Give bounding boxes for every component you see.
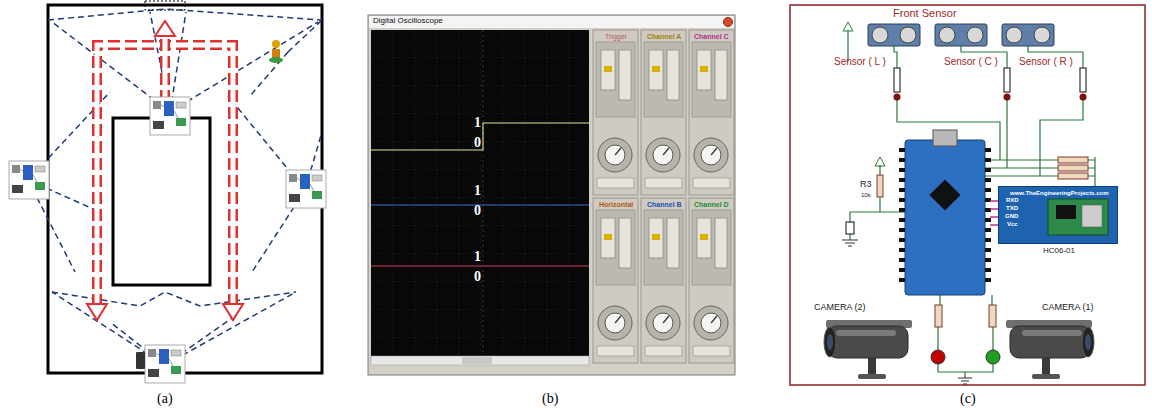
panel-label: (c): [960, 392, 976, 406]
signal-level: 0: [474, 136, 481, 150]
pin-name: GND: [1005, 213, 1018, 219]
sensor-label: Sensor ( L ): [834, 57, 886, 67]
sensor-label: Sensor ( R ): [1019, 57, 1073, 67]
window-title: Digital Oscilloscope: [373, 17, 443, 25]
camera-label: CAMERA (2): [814, 303, 866, 312]
sensor-group-title: Front Sensor: [893, 8, 957, 19]
track-layout: [48, 1, 322, 373]
robot-units: [9, 97, 326, 383]
panel-heading: Channel D: [694, 201, 729, 208]
sensor-label: Sensor ( C ): [944, 57, 998, 67]
signal-level: 1: [474, 184, 481, 198]
pin-name: TXD: [1006, 205, 1018, 211]
signal-level: 1: [474, 250, 481, 264]
oscilloscope-panel: Digital Oscilloscope: [368, 15, 735, 375]
module-brand: www.TheEngineeringProjects.com: [1010, 190, 1108, 196]
signal-level: 1: [474, 116, 481, 130]
panel-heading: Channel A: [647, 33, 681, 40]
panel-label: (a): [157, 392, 173, 406]
pin-name: Vcc: [1007, 221, 1018, 227]
camera-label: CAMERA (1): [1042, 303, 1094, 312]
signal-level: 0: [474, 204, 481, 218]
intruder-icon: [269, 40, 283, 63]
module-name: HC06-01: [1043, 247, 1075, 255]
pin-name: RXD: [1006, 197, 1019, 203]
resistor-value: 10k: [861, 192, 871, 198]
oscilloscope-window: [368, 15, 735, 375]
resistor-name: R3: [860, 180, 872, 189]
signal-level: 0: [474, 270, 481, 284]
panel-heading: Trigger: [605, 33, 627, 40]
circuit-schematic: [790, 5, 1145, 385]
panel-heading: Channel C: [694, 33, 729, 40]
panel-heading: Horizontal: [599, 201, 633, 208]
panel-heading: Channel B: [647, 201, 682, 208]
camera-coverage: [28, 9, 322, 365]
patrol-route: [87, 21, 243, 320]
panel-label: (b): [542, 392, 558, 406]
